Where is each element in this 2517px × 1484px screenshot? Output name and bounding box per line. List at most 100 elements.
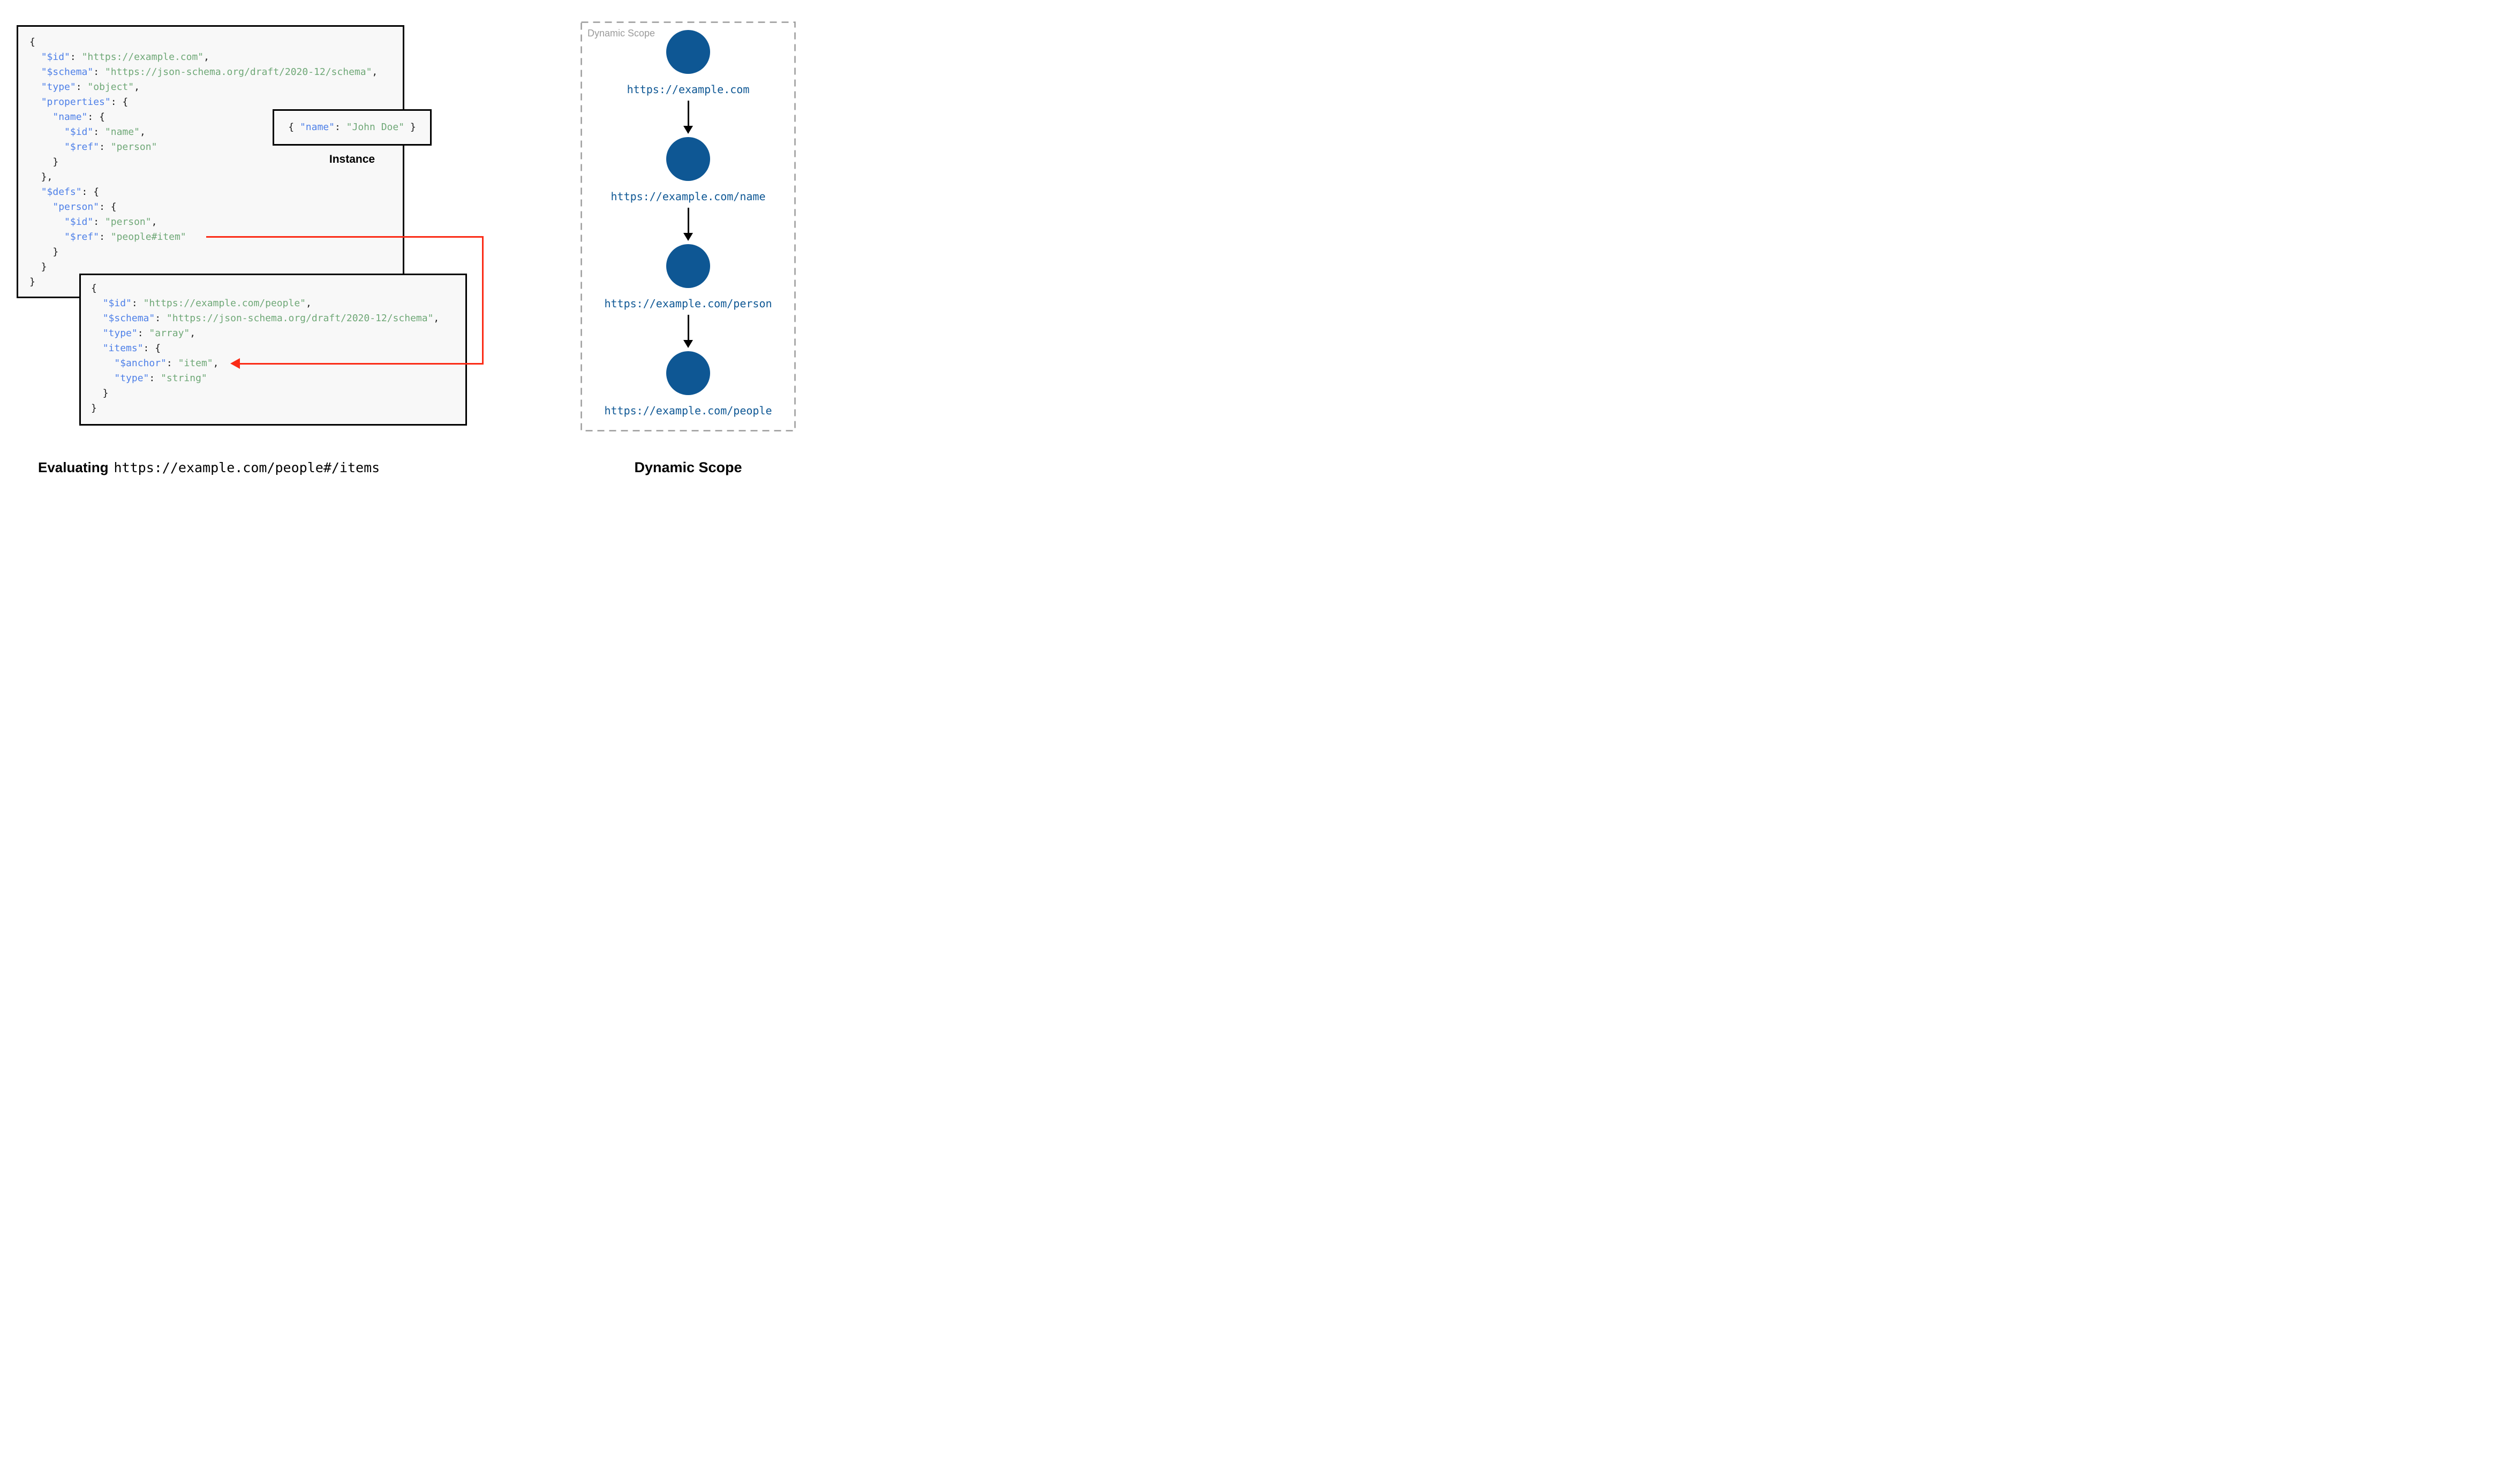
evaluating-label: Evaluating: [38, 459, 109, 475]
code-token: "$id": [41, 51, 70, 63]
code-token: ,: [139, 126, 146, 138]
ref-arrowhead-icon: [230, 358, 240, 369]
code-token: "$id": [102, 298, 132, 309]
code-token: "name": [104, 126, 140, 138]
code-line: "$ref": "people#item": [29, 230, 403, 245]
code-line: "$schema": "https://json-schema.org/draf…: [29, 65, 403, 80]
code-token: ,: [190, 328, 196, 339]
code-token: "people#item": [110, 231, 186, 243]
code-line: "$id": "name",: [29, 125, 403, 140]
code-token: [91, 358, 114, 369]
scope-node-url: https://example.com/name: [611, 190, 766, 203]
code-token: : {: [143, 343, 161, 354]
dynamic-scope-panel-label: Dynamic Scope: [587, 28, 655, 39]
code-token: "items": [102, 343, 144, 354]
evaluating-uri: https://example.com/people#/items: [114, 460, 380, 475]
code-token: [29, 126, 64, 138]
evaluating-caption: Evaluating https://example.com/people#/i…: [38, 459, 380, 476]
code-token: {: [288, 122, 300, 133]
code-token: "John Doe": [346, 122, 405, 133]
code-token: :: [76, 81, 88, 93]
code-line: "$schema": "https://json-schema.org/draf…: [91, 311, 465, 326]
code-line: "name": {: [29, 110, 403, 125]
schema-box-people: { "$id": "https://example.com/people", "…: [79, 274, 467, 426]
code-token: : {: [99, 201, 117, 213]
code-token: {: [29, 36, 35, 48]
code-token: "name": [299, 122, 335, 133]
code-token: }: [91, 388, 109, 399]
code-token: "$defs": [41, 186, 82, 198]
code-line: "properties": {: [29, 95, 403, 110]
code-token: }: [29, 156, 59, 168]
code-token: "person": [104, 216, 152, 228]
ref-connector-bottom-segment: [239, 363, 484, 365]
code-token: [29, 81, 41, 93]
arrow-stem: [687, 208, 689, 233]
arrow-head: [683, 340, 693, 348]
code-line: "items": {: [91, 341, 465, 356]
code-token: : {: [81, 186, 100, 198]
code-line: "$anchor": "item",: [91, 356, 465, 371]
code-line: "$defs": {: [29, 185, 403, 200]
code-token: :: [137, 328, 149, 339]
code-token: }: [29, 261, 47, 272]
code-token: [29, 66, 41, 78]
scope-node-circle: [666, 244, 710, 288]
code-line: "type": "array",: [91, 326, 465, 341]
code-token: "https://json-schema.org/draft/2020-12/s…: [104, 66, 372, 78]
code-token: [91, 343, 103, 354]
code-line: "type": "object",: [29, 80, 403, 95]
code-token: :: [155, 313, 167, 324]
code-token: : {: [110, 96, 129, 108]
ref-connector-vertical-segment: [482, 236, 484, 365]
code-token: [29, 186, 41, 198]
scope-node-url: https://example.com/person: [604, 297, 772, 310]
code-token: [29, 111, 52, 123]
code-token: [29, 201, 52, 213]
code-token: "properties": [41, 96, 111, 108]
code-token: "$id": [64, 126, 94, 138]
code-token: ,: [204, 51, 209, 63]
code-token: }: [29, 276, 35, 287]
code-line: }: [29, 260, 403, 275]
dynamic-scope-caption: Dynamic Scope: [634, 459, 742, 475]
dashed-border: [581, 21, 796, 431]
code-token: "https://example.com": [81, 51, 204, 63]
code-line: "person": {: [29, 200, 403, 215]
code-token: "string": [161, 373, 207, 384]
code-token: },: [29, 171, 53, 183]
arrow-stem: [687, 315, 689, 340]
code-token: "item": [178, 358, 213, 369]
schema-main-code: { "$id": "https://example.com", "$schema…: [18, 27, 403, 290]
code-token: "type": [41, 81, 76, 93]
code-token: "$schema": [41, 66, 94, 78]
code-token: ,: [134, 81, 140, 93]
code-line: }: [29, 245, 403, 260]
scope-node-circle: [666, 351, 710, 395]
instance-code: { "name": "John Doe" }: [288, 120, 416, 135]
code-token: :: [93, 126, 105, 138]
code-line: }: [29, 155, 403, 170]
code-token: "$ref": [64, 141, 100, 153]
down-arrow-icon: [683, 208, 693, 241]
down-arrow-icon: [683, 315, 693, 348]
code-token: "$schema": [102, 313, 155, 324]
json-schema-dynamic-scope-diagram: { "$id": "https://example.com", "$schema…: [0, 0, 839, 495]
code-line: "$id": "person",: [29, 215, 403, 230]
code-token: "$ref": [64, 231, 100, 243]
code-token: ,: [151, 216, 157, 228]
code-token: "array": [149, 328, 190, 339]
code-token: "https://json-schema.org/draft/2020-12/s…: [166, 313, 434, 324]
code-token: }: [29, 246, 59, 258]
code-token: }: [91, 403, 97, 414]
schema-people-code: { "$id": "https://example.com/people", "…: [81, 275, 465, 416]
code-token: ,: [306, 298, 312, 309]
arrow-head: [683, 233, 693, 241]
code-token: "type": [114, 373, 149, 384]
code-token: [91, 328, 103, 339]
instance-label: Instance: [329, 153, 375, 165]
code-line: }: [91, 401, 465, 416]
code-line: "type": "string": [91, 371, 465, 386]
